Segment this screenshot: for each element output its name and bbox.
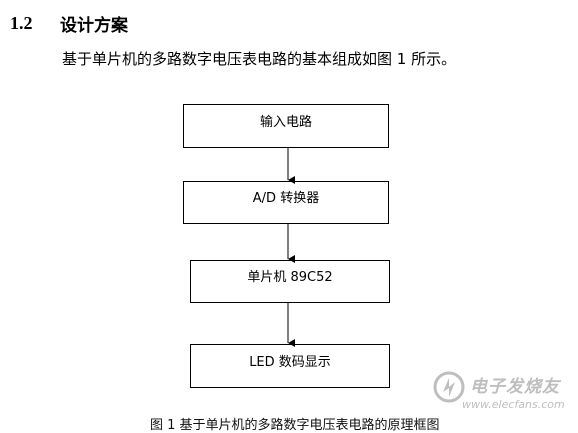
block-label: 单片机 89C52 [247, 270, 333, 285]
watermark: 电子发烧友 www.elecfans.com [432, 368, 572, 420]
block-input-circuit: 输入电路 [183, 104, 389, 148]
block-mcu: 单片机 89C52 [190, 260, 390, 303]
watermark-url: www.elecfans.com [462, 398, 565, 411]
watermark-brand: 电子发烧友 [470, 377, 560, 397]
block-label: A/D 转换器 [252, 191, 320, 206]
block-label: 输入电路 [259, 114, 312, 130]
block-ad-converter: A/D 转换器 [183, 181, 389, 224]
section-number: 1.2 [10, 12, 33, 33]
section-title: 设计方案 [60, 15, 128, 36]
elecfans-logo-icon [433, 371, 465, 403]
section-heading: 1.2 设计方案 [10, 10, 128, 36]
block-label: LED 数码显示 [249, 354, 331, 370]
figure-caption: 图 1 基于单片机的多路数字电压表电路的原理框图 [150, 418, 440, 433]
intro-paragraph: 基于单片机的多路数字电压表电路的基本组成如图 1 所示。 [62, 50, 457, 68]
block-led-display: LED 数码显示 [190, 344, 390, 388]
